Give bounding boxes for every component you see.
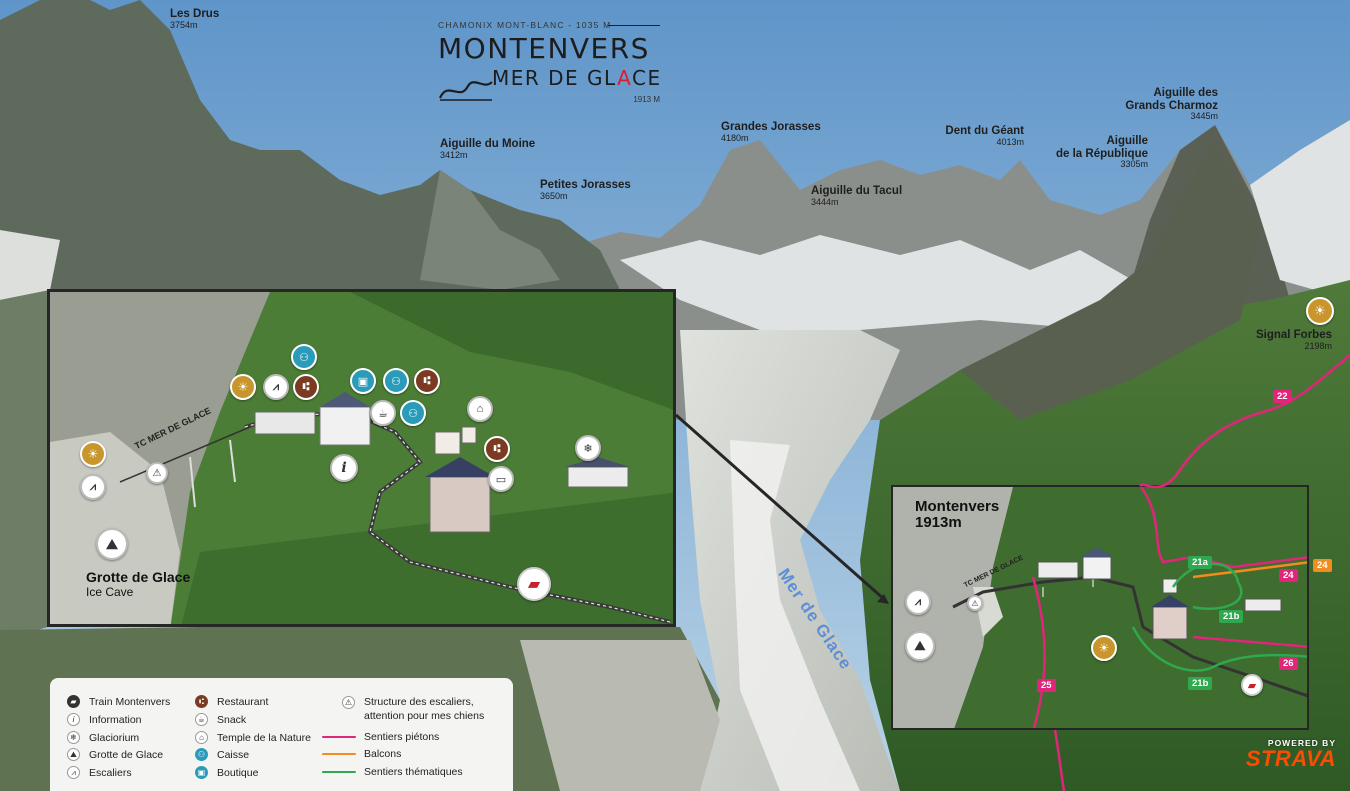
stairs-legend-icon: ⩘ [67,766,80,779]
train-legend-icon: ▰ [67,695,80,708]
legend-train: ▰Train Montenvers [67,695,170,708]
snack-icon[interactable]: ☕ [370,400,396,426]
overview-train-icon[interactable]: ▰ [1241,674,1263,696]
trail-tag-26[interactable]: 26 [1279,657,1298,671]
trail-tag-24-balcon[interactable]: 24 [1313,559,1332,573]
legend-sentiers-pietons: Sentiers piétons [322,731,439,743]
station-toilets-icon[interactable]: ⚇ [291,344,317,370]
legend-escaliers: ⩘Escaliers [67,766,132,779]
toilets-icon[interactable]: ⚇ [400,400,426,426]
overview-dog-icon[interactable]: ⚠ [967,595,983,611]
legend-sentiers-thematiques: Sentiers thématiques [322,766,463,778]
legend-glaciorium: ❄Glaciorium [67,731,139,744]
thematic-line-swatch [322,771,356,773]
montenvers-overview-label: Montenvers 1913m [915,498,1000,531]
inset-montenvers-overview: Montenvers 1913m ⩘ ⛰ ⚠ ☀ ▰ TC MER DE GLA… [891,485,1309,730]
station-viewpoint-icon[interactable]: ☀ [230,374,256,400]
inset-montenvers-detail: ☀ ⩘ ⚠ ⛰ ☀ ⩘ ⑆ ⚇ ▣ ⚇ ⑆ ☕ ⚇ ⌂ i ⑆ ▭ ❄ ▰ TC… [47,289,676,627]
snack-legend-icon: ☕ [195,713,208,726]
station-stairs-icon[interactable]: ⩘ [263,374,289,400]
restaurant-icon[interactable]: ⑆ [414,368,440,394]
station-restaurant-icon[interactable]: ⑆ [293,374,319,400]
information-icon[interactable]: i [330,454,358,482]
dog-warning-icon[interactable]: ⚠ [146,462,168,484]
overview-stairs-icon[interactable]: ⩘ [905,589,931,615]
caisse-icon[interactable]: ⚇ [383,368,409,394]
legend-structure-stairs: ⚠Structure des escaliers,attention pour … [342,695,484,723]
legend-restaurant: ⑆Restaurant [195,695,268,708]
boutique-legend-icon: ▣ [195,766,208,779]
hotel-restaurant-icon[interactable]: ⑆ [484,436,510,462]
glaciorium-icon[interactable]: ❄ [575,435,601,461]
trail-tag-25[interactable]: 25 [1037,679,1056,693]
temple-legend-icon: ⌂ [195,731,208,744]
trail-tag-21a[interactable]: 21a [1188,556,1212,570]
dog-legend-icon: ⚠ [342,696,355,709]
logo-river-icon [438,81,493,101]
restaurant-legend-icon: ⑆ [195,695,208,708]
glaciorium-legend-icon: ❄ [67,731,80,744]
caisse-legend-icon: ⚇ [195,748,208,761]
legend-boutique: ▣Boutique [195,766,258,779]
cave-legend-icon: ⛰ [67,748,80,761]
legend-caisse: ⚇Caisse [195,748,249,761]
montenvers-logo: CHAMONIX MONT-BLANC - 1035 M MONTENVERS … [438,20,662,104]
legend-temple: ⌂Temple de la Nature [195,731,311,744]
overview-cave-icon[interactable]: ⛰ [905,631,935,661]
trail-tag-21b[interactable]: 21b [1219,610,1244,624]
strava-logo: STRAVA [1245,746,1336,771]
logo-subtitle: MER DE GLACE [492,66,662,90]
cave-stairs-icon[interactable]: ⩘ [80,474,106,500]
legend-snack: ☕Snack [195,713,246,726]
cave-viewpoint-icon[interactable]: ☀ [80,441,106,467]
balcony-line-swatch [322,753,356,755]
train-icon[interactable]: ▰ [517,567,551,601]
signal-forbes-viewpoint-icon[interactable]: ☀ [1306,297,1334,325]
overview-terrain [893,487,1307,728]
pedestrian-line-swatch [322,736,356,738]
legend-balcons: Balcons [322,748,401,760]
ice-cave-icon[interactable]: ⛰ [96,528,128,560]
boutique-icon[interactable]: ▣ [350,368,376,394]
legend-grotte: ⛰Grotte de Glace [67,748,163,761]
info-legend-icon: i [67,713,80,726]
trail-tag-22[interactable]: 22 [1273,390,1292,404]
overview-viewpoint-icon[interactable]: ☀ [1091,635,1117,661]
hotel-icon[interactable]: ▭ [488,466,514,492]
strava-badge[interactable]: POWERED BY STRAVA [1245,738,1336,771]
trail-tag-21b-lower[interactable]: 21b [1188,677,1213,691]
ice-cave-label: Grotte de Glace Ice Cave [86,569,191,599]
trail-tag-24[interactable]: 24 [1279,569,1298,583]
temple-nature-icon[interactable]: ⌂ [467,396,493,422]
